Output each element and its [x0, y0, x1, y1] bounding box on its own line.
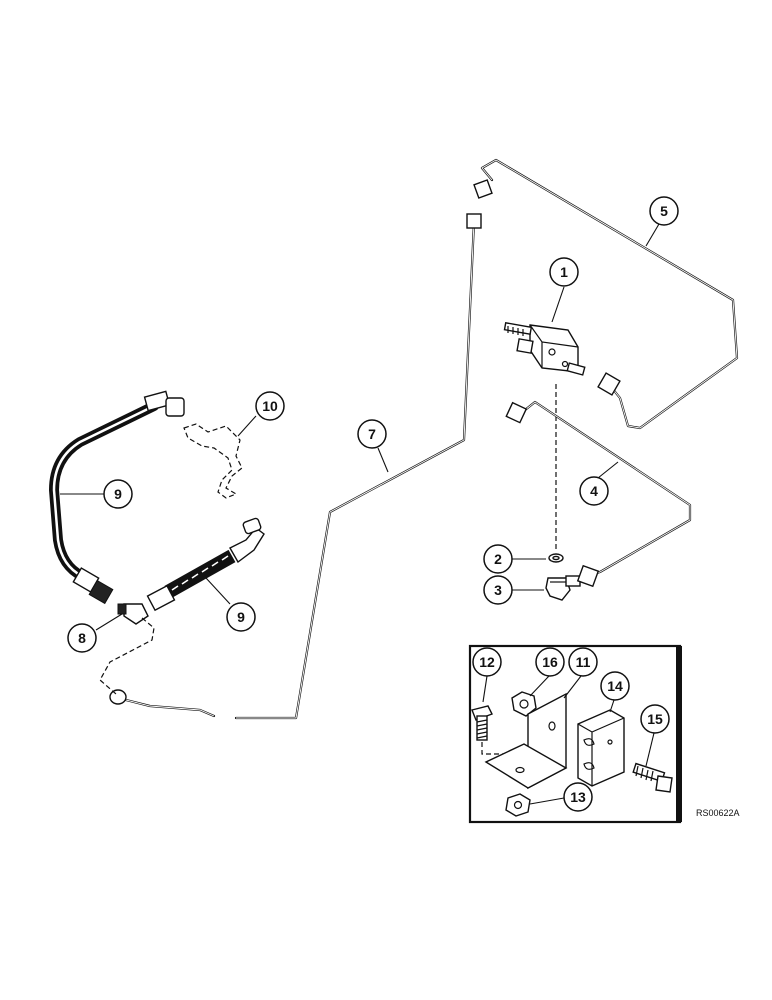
clamp-block-14 — [577, 709, 625, 787]
component-10-phantom — [183, 423, 243, 499]
callout-16: 16 — [535, 647, 565, 677]
hose-9-left — [48, 390, 185, 605]
hose-9-right — [146, 517, 265, 612]
callout-9-right-label: 9 — [237, 609, 245, 625]
callout-8-label: 8 — [78, 630, 86, 646]
callout-14-label: 14 — [607, 678, 623, 694]
callout-10: 10 — [255, 391, 285, 421]
callout-15-label: 15 — [647, 711, 663, 727]
tube-4 — [505, 400, 692, 588]
callout-4-label: 4 — [590, 483, 598, 499]
callout-11: 11 — [568, 647, 598, 677]
callout-2: 2 — [483, 544, 513, 574]
nut-16 — [511, 691, 537, 717]
callout-9-left-label: 9 — [114, 486, 122, 502]
callout-10-label: 10 — [262, 398, 278, 414]
callout-11-label: 11 — [576, 654, 591, 670]
callout-7: 7 — [357, 419, 387, 449]
callout-12-label: 12 — [479, 654, 495, 670]
callout-15: 15 — [640, 704, 670, 734]
callout-3-label: 3 — [494, 582, 502, 598]
elbow-fitting-3 — [545, 575, 581, 601]
callout-13: 13 — [563, 782, 593, 812]
callout-9-right: 9 — [226, 602, 256, 632]
bracket-11 — [484, 692, 568, 790]
callout-3: 3 — [483, 575, 513, 605]
mounting-kit-inset — [468, 644, 682, 824]
leader-lines — [60, 223, 660, 805]
tube-7 — [109, 213, 482, 720]
valve-1 — [503, 321, 586, 376]
callout-5-label: 5 — [660, 203, 668, 219]
callout-13-label: 13 — [570, 789, 586, 805]
callout-12: 12 — [472, 647, 502, 677]
callout-8: 8 — [67, 623, 97, 653]
callout-9-left: 9 — [103, 479, 133, 509]
callout-7-label: 7 — [368, 426, 376, 442]
bolt-15 — [632, 762, 673, 793]
callout-1-label: 1 — [560, 264, 568, 280]
callout-16-label: 16 — [542, 654, 558, 670]
callout-14: 14 — [600, 671, 630, 701]
bolt-12 — [471, 705, 493, 741]
tube-5 — [473, 158, 739, 430]
callout-2-label: 2 — [494, 551, 502, 567]
nut-13 — [505, 793, 531, 817]
tee-fitting-8 — [117, 603, 149, 625]
callout-1: 1 — [549, 257, 579, 287]
dashed-connection — [99, 617, 155, 695]
callout-5: 5 — [649, 196, 679, 226]
reference-code: RS00622A — [696, 808, 740, 818]
callout-4: 4 — [579, 476, 609, 506]
